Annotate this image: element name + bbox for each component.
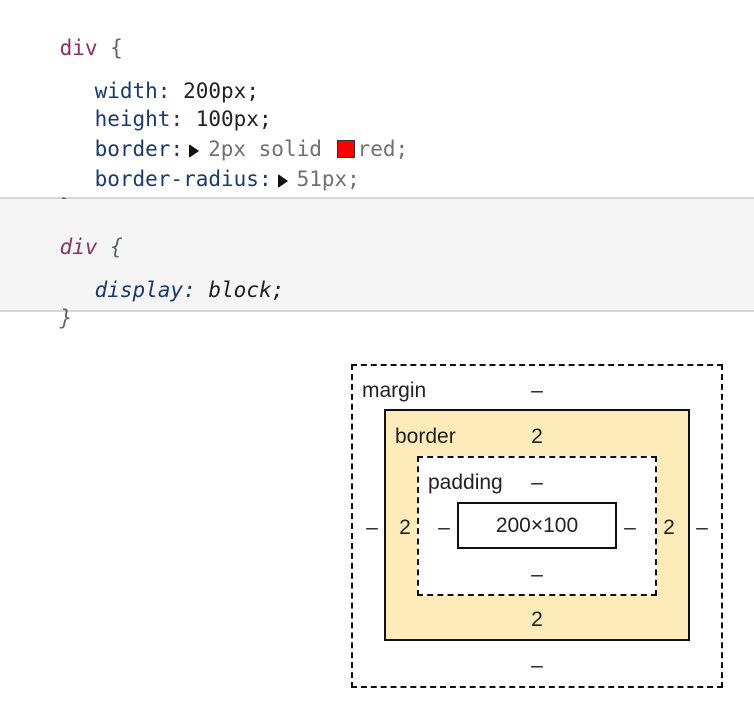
border-bottom-value[interactable]: 2 bbox=[531, 608, 543, 631]
rule2-close-brace-line: } bbox=[9, 273, 73, 363]
border-top-value[interactable]: 2 bbox=[531, 425, 543, 448]
declaration-display[interactable]: display: block; bbox=[94, 278, 285, 302]
rule2-close-brace: } bbox=[59, 306, 73, 330]
property-value[interactable]: 100px bbox=[195, 107, 259, 131]
margin-bottom-value[interactable]: – bbox=[531, 654, 543, 677]
rule2-selector-line: div { bbox=[9, 202, 123, 292]
declaration-border-radius[interactable]: border-radius:51px; bbox=[94, 167, 360, 191]
rule1-open-brace: { bbox=[110, 36, 123, 60]
property-value[interactable]: block; bbox=[208, 278, 285, 302]
css-rule-1: div { width: 200px; height: 100px; borde… bbox=[0, 0, 754, 219]
property-name[interactable]: width bbox=[94, 79, 158, 103]
border-right-value[interactable]: 2 bbox=[663, 516, 675, 539]
padding-top-value[interactable]: – bbox=[531, 471, 543, 494]
padding-right-value[interactable]: – bbox=[624, 516, 636, 539]
border-left-value[interactable]: 2 bbox=[399, 516, 411, 539]
expand-triangle-icon[interactable] bbox=[277, 174, 288, 188]
property-value-pre[interactable]: 2px solid bbox=[208, 137, 322, 161]
padding-bottom-value[interactable]: – bbox=[531, 563, 543, 586]
rule1-selector-line: div { bbox=[9, 3, 123, 93]
property-name[interactable]: display bbox=[94, 278, 184, 302]
rule2-open-brace: { bbox=[110, 235, 123, 259]
margin-right-value[interactable]: – bbox=[696, 516, 708, 539]
property-name[interactable]: border-radius bbox=[94, 167, 259, 191]
declaration-width[interactable]: width: 200px; bbox=[94, 79, 259, 103]
border-label: border bbox=[395, 425, 456, 448]
property-value[interactable]: 200px bbox=[183, 79, 247, 103]
declaration-height[interactable]: height: 100px; bbox=[94, 107, 272, 131]
property-name[interactable]: height bbox=[94, 107, 171, 131]
property-value-post[interactable]: red; bbox=[357, 137, 409, 161]
declaration-border[interactable]: border:2px solid red; bbox=[94, 137, 409, 161]
box-model-content[interactable]: 200×100 bbox=[457, 502, 617, 549]
padding-label: padding bbox=[428, 471, 503, 494]
css-rule-2: div { display: block; } bbox=[0, 199, 754, 330]
margin-left-value[interactable]: – bbox=[366, 516, 378, 539]
property-name[interactable]: border bbox=[94, 137, 171, 161]
expand-triangle-icon[interactable] bbox=[189, 144, 200, 158]
color-swatch[interactable] bbox=[336, 140, 355, 158]
property-value[interactable]: 51px; bbox=[296, 167, 360, 191]
margin-label: margin bbox=[362, 379, 427, 402]
padding-left-value[interactable]: – bbox=[438, 516, 450, 539]
margin-top-value[interactable]: – bbox=[531, 379, 543, 402]
rule1-selector[interactable]: div bbox=[59, 36, 98, 60]
rule2-selector[interactable]: div bbox=[59, 235, 98, 259]
